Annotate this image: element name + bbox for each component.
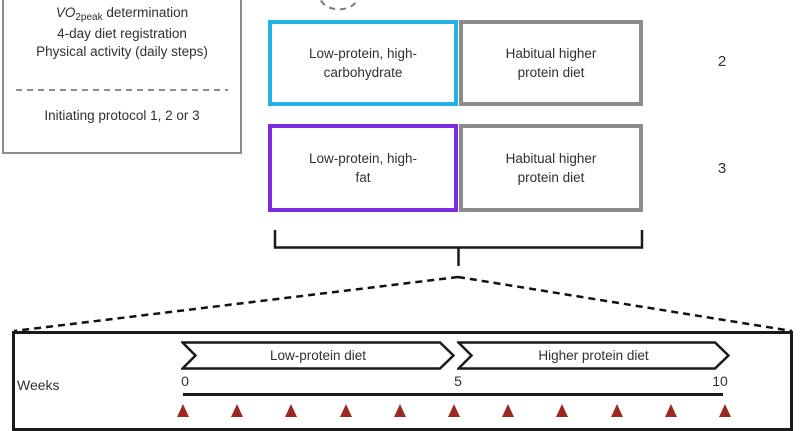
box-label-line1: Habitual higher [505,46,597,61]
week-arrow [556,404,569,417]
zoom-dashed-line-left [13,275,459,333]
low-protein-diet-banner: Low-protein diet [181,341,455,370]
vo2peak-line: VO2peak determination [4,4,240,25]
week-tick-0: 0 [181,373,189,389]
physical-activity-line: Physical activity (daily steps) [36,44,208,59]
box-label-line1: Habitual higher [505,151,597,166]
connector-lines [13,0,793,333]
baseline-tests-box: VO2peak determination 4-day diet registr… [2,0,242,154]
week-tick-10: 10 [712,373,728,389]
protocol2-habitual-diet-box: Habitual higher protein diet [459,20,643,106]
box-label-line2: protein diet [517,65,585,80]
week-arrow [664,404,677,417]
box-label-line2: protein diet [517,170,585,185]
week-arrow [393,404,406,417]
vo2-prefix: VO [55,5,76,20]
vo2-suffix: determination [102,5,189,20]
week-tick-5: 5 [454,373,462,389]
initiating-protocol-line: Initiating protocol 1, 2 or 3 [44,107,200,123]
box-label-line2: fat [355,170,371,185]
protocol2-low-protein-high-carb-box: Low-protein, high- carbohydrate [268,20,458,106]
banner-arrow-shape [457,341,730,370]
weeks-axis-label: Weeks [17,377,60,393]
protocol2-number: 2 [717,53,727,70]
dashed-ellipse-arc [320,0,358,11]
banner-label: Low-protein diet [269,348,367,363]
diet-registration-line: 4-day diet registration [57,25,187,41]
banner-arrow-shape [181,341,455,370]
box-label-line1: Low-protein, high- [308,46,418,61]
week-arrow [339,404,352,417]
protocol3-number: 3 [717,160,727,177]
higher-protein-diet-banner: Higher protein diet [457,341,730,370]
zoom-dashed-line-right [457,275,793,333]
week-arrow [502,404,515,417]
banner-label: Higher protein diet [538,348,649,363]
week-arrow [231,404,244,417]
vo2-subscript: 2peak [75,12,103,23]
week-arrow [285,404,298,417]
week-arrow [177,404,189,417]
week-arrow [610,404,623,417]
protocol3-low-protein-high-fat-box: Low-protein, high- fat [268,124,458,212]
bracket [273,230,644,249]
box-label-line1: Low-protein, high- [308,151,418,166]
week-arrow [719,404,731,417]
dashed-divider [16,88,228,91]
week-arrow [448,404,460,417]
box-label-line2: carbohydrate [323,65,403,80]
timeline-axis-line [183,393,723,396]
protocol3-habitual-diet-box: Habitual higher protein diet [459,124,643,212]
